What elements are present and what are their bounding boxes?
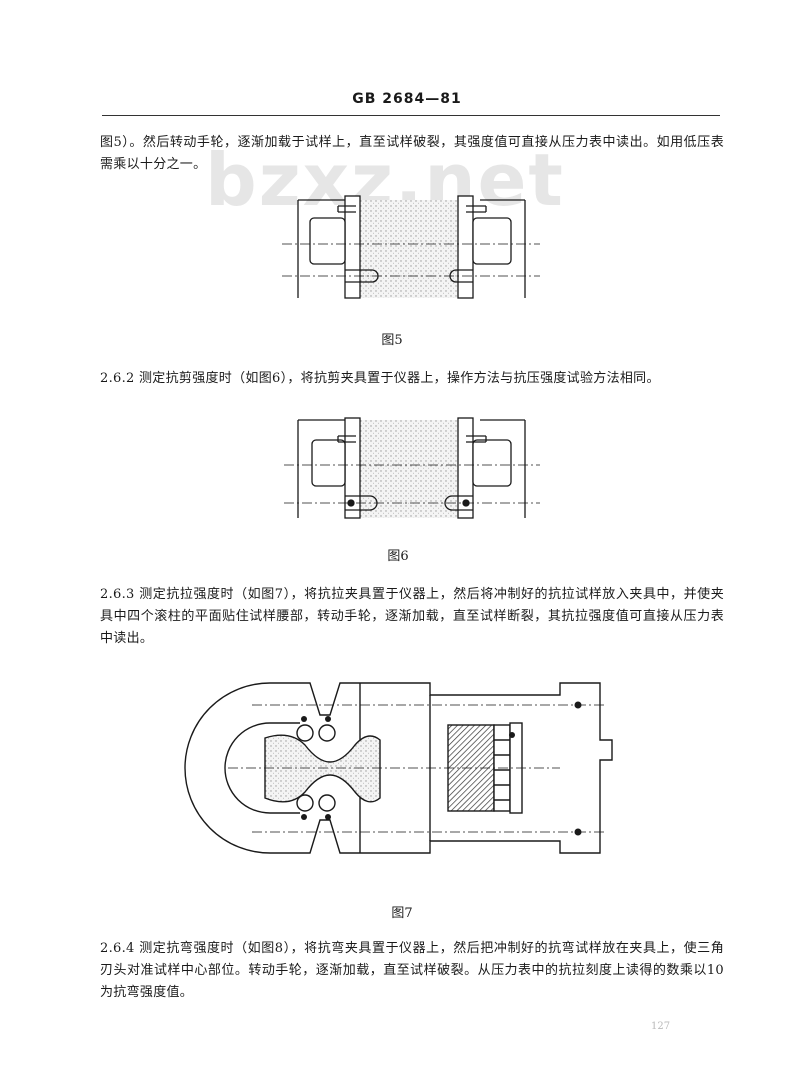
header-rule (102, 115, 720, 116)
figure-7-caption: 图7 (391, 906, 413, 921)
figure-6-caption: 图6 (387, 549, 409, 564)
page-number: 127 (651, 1021, 671, 1032)
paragraph-3: 2.6.3 测定抗拉强度时（如图7），将抗拉夹具置于仪器上，然后将冲制好的抗拉试… (100, 587, 724, 646)
paragraph-2: 2.6.2 测定抗剪强度时（如图6），将抗剪夹具置于仪器上，操作方法与抗压强度试… (100, 371, 660, 386)
standard-code-header: GB 2684—81 (352, 91, 462, 107)
paragraph-4: 2.6.4 测定抗弯强度时（如图8），将抗弯夹具置于仪器上，然后把冲制好的抗弯试… (100, 941, 724, 1000)
paragraph-1: 图5）。然后转动手轮，逐渐加载于试样上，直至试样破裂，其强度值可直接从压力表中读… (100, 135, 724, 172)
figure-5-caption: 图5 (381, 333, 403, 348)
